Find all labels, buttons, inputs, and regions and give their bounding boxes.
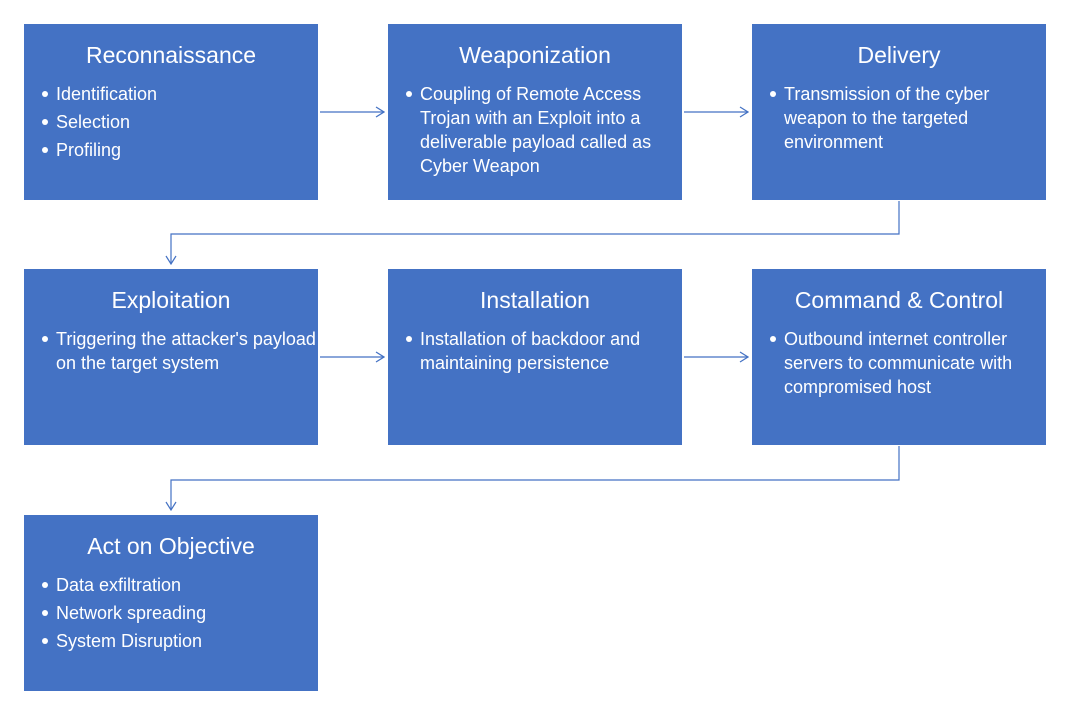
- stage-title: Act on Objective: [87, 533, 255, 559]
- list-item: Network spreading: [40, 601, 318, 625]
- stage-title: Exploitation: [111, 287, 231, 313]
- list-item: Selection: [40, 110, 318, 134]
- stage-installation: Installation Installation of backdoor an…: [388, 269, 682, 445]
- stage-exploitation: Exploitation Triggering the attacker's p…: [24, 269, 318, 445]
- list-item: Triggering the attacker's payload on the…: [40, 327, 318, 375]
- list-item: Transmission of the cyber weapon to the …: [768, 82, 1046, 154]
- list-item: Identification: [40, 82, 318, 106]
- list-item: Installation of backdoor and maintaining…: [404, 327, 682, 375]
- list-item: Outbound internet controller servers to …: [768, 327, 1046, 399]
- list-item: Profiling: [40, 138, 318, 162]
- stage-items: Triggering the attacker's payload on the…: [24, 327, 318, 375]
- stage-title: Weaponization: [459, 42, 611, 68]
- list-item: System Disruption: [40, 629, 318, 653]
- stage-title: Command & Control: [794, 287, 1004, 313]
- stage-items: Coupling of Remote Access Trojan with an…: [388, 82, 682, 178]
- list-item: Coupling of Remote Access Trojan with an…: [404, 82, 682, 178]
- stage-weaponization: Weaponization Coupling of Remote Access …: [388, 24, 682, 200]
- stage-title: Delivery: [857, 42, 941, 68]
- arrow-c2-to-objective: [171, 446, 900, 510]
- stage-title: Reconnaissance: [85, 42, 257, 68]
- list-item: Data exfiltration: [40, 573, 318, 597]
- stage-act-on-objective: Act on Objective Data exfiltration Netwo…: [24, 515, 318, 691]
- stage-items: Transmission of the cyber weapon to the …: [752, 82, 1046, 154]
- stage-title: Installation: [480, 287, 590, 313]
- stage-items: Identification Selection Profiling: [24, 82, 318, 162]
- arrow-delivery-to-exploit: [171, 201, 900, 264]
- stage-items: Data exfiltration Network spreading Syst…: [24, 573, 318, 653]
- stage-items: Outbound internet controller servers to …: [752, 327, 1046, 399]
- stage-delivery: Delivery Transmission of the cyber weapo…: [752, 24, 1046, 200]
- stage-items: Installation of backdoor and maintaining…: [388, 327, 682, 375]
- stage-reconnaissance: Reconnaissance Identification Selection …: [24, 24, 318, 200]
- stage-command-control: Command & Control Outbound internet cont…: [752, 269, 1046, 445]
